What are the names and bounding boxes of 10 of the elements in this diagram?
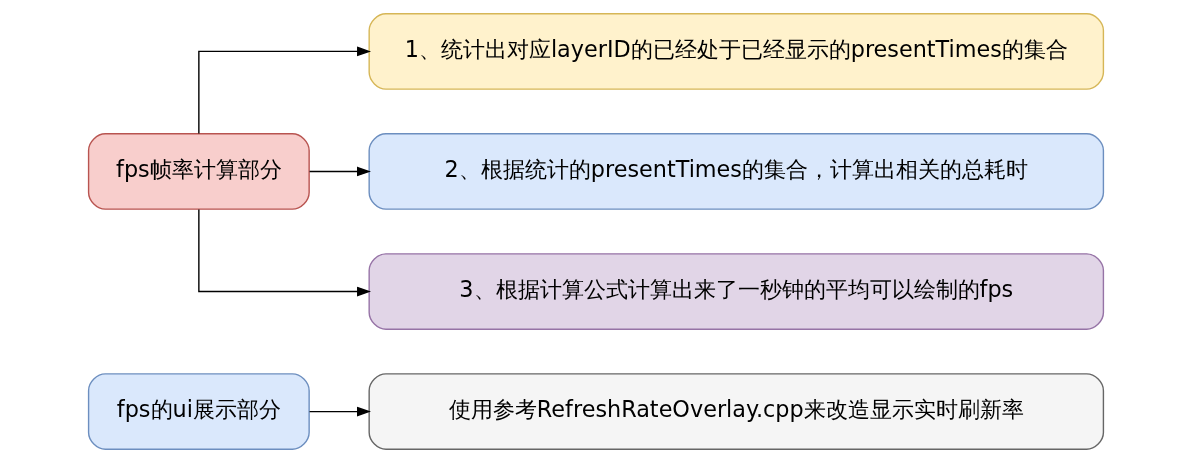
- arrow: [198, 208, 372, 297]
- node-box: 使用参考RefreshRateOverlay.cpp来改造显示实时刷新率: [368, 373, 1105, 450]
- node-box: fps的ui展示部分: [87, 373, 310, 450]
- node-box: fps帧率计算部分: [87, 133, 310, 210]
- arrow: [308, 166, 371, 177]
- node-box: 2、根据统计的presentTimes的集合，计算出相关的总耗时: [368, 133, 1105, 210]
- node-box: 1、统计出对应layerID的已经处于已经显示的presentTimes的集合: [368, 13, 1105, 90]
- node-box: 3、根据计算公式计算出来了一秒钟的平均可以绘制的fps: [368, 253, 1105, 330]
- arrow: [308, 406, 371, 417]
- arrow: [198, 46, 372, 135]
